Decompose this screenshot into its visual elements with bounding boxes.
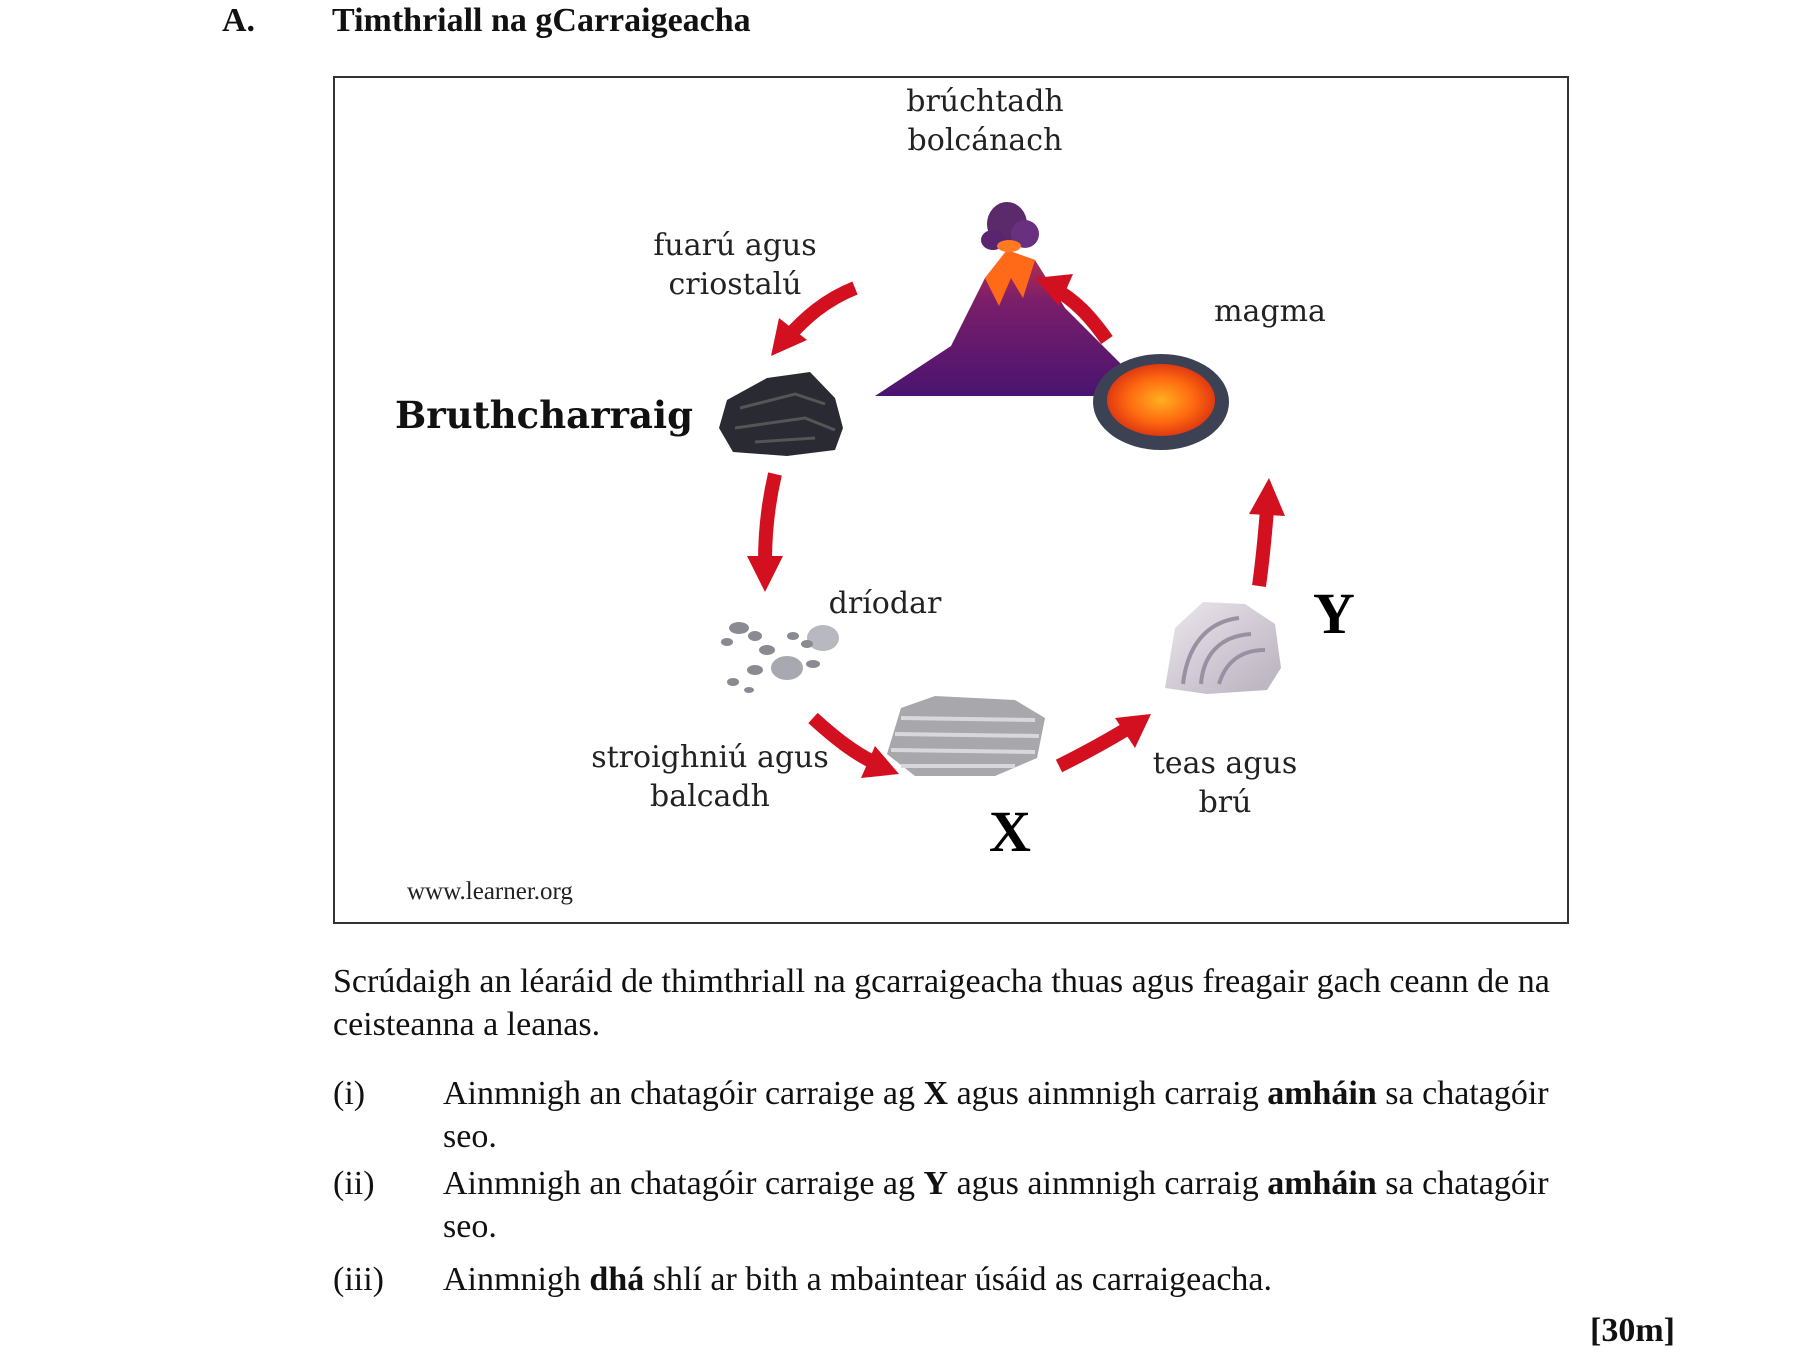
question-3-bold-two: dhá [589, 1261, 645, 1298]
arrow-x-to-y [1055, 714, 1151, 773]
diagram-graphics [719, 202, 1285, 778]
label-x: X [989, 799, 1031, 864]
question-1-number: (i) [333, 1075, 366, 1112]
igneous-rock-icon [719, 372, 843, 456]
label-igneous-rock: Bruthcharraig [395, 393, 693, 437]
question-3-number: (iii) [333, 1261, 384, 1298]
section-title: Timthriall na gCarraigeacha [332, 2, 751, 39]
arrow-magma-to-volcano [1035, 274, 1113, 345]
label-heat-line2: brú [1198, 785, 1252, 820]
question-2-number: (ii) [333, 1165, 375, 1202]
label-compaction-cementation: stroighniú agus balcadh [565, 738, 855, 816]
label-heat-pressure: teas agus brú [1125, 744, 1325, 822]
label-volcanic-eruption: brúchtadh bolcánach [855, 82, 1115, 160]
intro-paragraph: Scrúdaigh an léaráid de thimthriall na g… [333, 963, 1550, 1043]
question-2-bold-one: amháin [1267, 1165, 1377, 1202]
label-magma: magma [1214, 294, 1326, 329]
label-compaction-line1: stroighniú agus [591, 740, 829, 775]
question-2-text-part: sa chatagóir seo. [443, 1165, 1549, 1245]
arrow-igneous-to-sediment [747, 472, 783, 592]
label-volcanic-eruption-line2: bolcánach [907, 123, 1063, 158]
label-heat-line1: teas agus [1152, 746, 1298, 781]
question-3-text-part: Ainmnigh [443, 1261, 590, 1298]
label-cooling-line2: criostalú [668, 267, 802, 302]
label-cooling-line1: fuarú agus [653, 228, 817, 263]
arrow-volcano-to-igneous [771, 281, 858, 356]
question-3-text: Ainmnigh dhá shlí ar bith a mbaintear ús… [443, 1258, 1593, 1301]
sedimentary-rock-icon [887, 696, 1045, 776]
volcano-icon [875, 202, 1155, 396]
question-1-bold-x: X [923, 1075, 949, 1112]
question-2-text: Ainmnigh an chatagóir carraige ag Y agus… [443, 1162, 1593, 1248]
question-1-text: Ainmnigh an chatagóir carraige ag X agus… [443, 1072, 1593, 1158]
marks-total: [30m] [1590, 1312, 1675, 1349]
section-number: A. [222, 2, 256, 39]
cycle-arrows [747, 274, 1285, 778]
rock-cycle-diagram: brúchtadh bolcánach fuarú agus criostalú… [333, 76, 1569, 924]
sediment-icon [721, 622, 839, 693]
question-2-text-part: Ainmnigh an chatagóir carraige ag [443, 1165, 924, 1202]
magma-icon [1093, 354, 1229, 450]
label-sediment: dríodar [828, 586, 942, 621]
question-1-text-part: Ainmnigh an chatagóir carraige ag [443, 1075, 924, 1112]
arrow-sediment-to-x [808, 712, 899, 778]
question-1-bold-one: amháin [1267, 1075, 1377, 1112]
question-3-text-part: shlí ar bith a mbaintear úsáid as carrai… [644, 1261, 1273, 1298]
label-volcanic-eruption-line1: brúchtadh [906, 84, 1064, 119]
metamorphic-rock-icon [1165, 602, 1281, 694]
question-1-text-part: agus ainmnigh carraig [948, 1075, 1268, 1112]
label-y: Y [1313, 581, 1355, 646]
question-1-text-part: sa chatagóir seo. [443, 1075, 1549, 1155]
label-cooling-crystallisation: fuarú agus criostalú [605, 226, 865, 304]
arrow-y-to-magma [1249, 478, 1285, 587]
question-2-text-part: agus ainmnigh carraig [948, 1165, 1268, 1202]
diagram-source: www.learner.org [407, 878, 573, 905]
question-2-bold-y: Y [923, 1165, 949, 1202]
label-compaction-line2: balcadh [650, 779, 770, 814]
